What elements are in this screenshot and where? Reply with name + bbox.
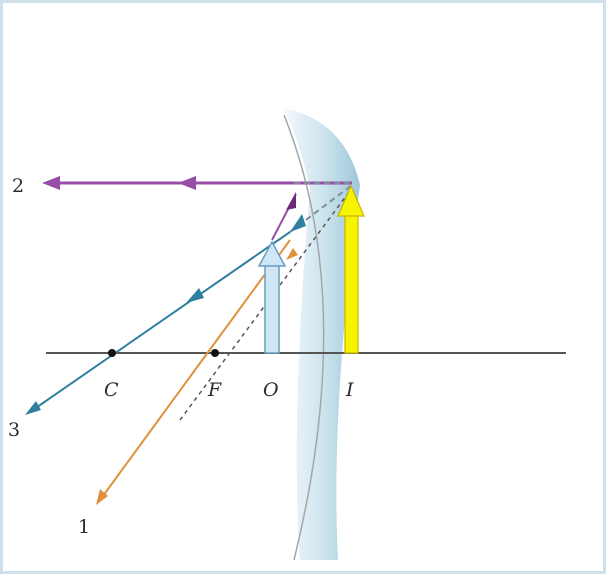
- object-arrow-shaft: [264, 264, 280, 354]
- ray-1-line: [99, 239, 291, 501]
- ray-1-arrowhead-mid: [286, 248, 298, 260]
- ray-2-arrowhead-left: [42, 176, 60, 190]
- incident-arrowhead-b: [290, 214, 306, 232]
- image-arrow-shaft: [344, 214, 359, 354]
- label-c: C: [104, 379, 119, 401]
- ray-3-line: [29, 231, 291, 413]
- ray-3-number: 3: [8, 419, 20, 441]
- ray-1-arrowhead-end: [96, 489, 108, 505]
- incident-arrowhead-a: [286, 192, 296, 210]
- ray-1-number: 1: [78, 516, 90, 538]
- mirror-surface-line: [283, 114, 325, 561]
- label-i: I: [345, 379, 354, 401]
- convex-mirror: [283, 108, 360, 560]
- ray-2-arrowhead-mid: [178, 176, 196, 190]
- image-arrow-head: [337, 184, 365, 217]
- ray-3-arrowhead-mid: [186, 288, 204, 303]
- ray-2-number: 2: [12, 175, 24, 197]
- point-c: [108, 349, 116, 357]
- label-o: O: [263, 379, 279, 401]
- point-f: [211, 349, 219, 357]
- ray-3-arrowhead-end: [25, 401, 41, 415]
- object-arrow-head: [257, 240, 287, 267]
- label-f: F: [207, 379, 222, 401]
